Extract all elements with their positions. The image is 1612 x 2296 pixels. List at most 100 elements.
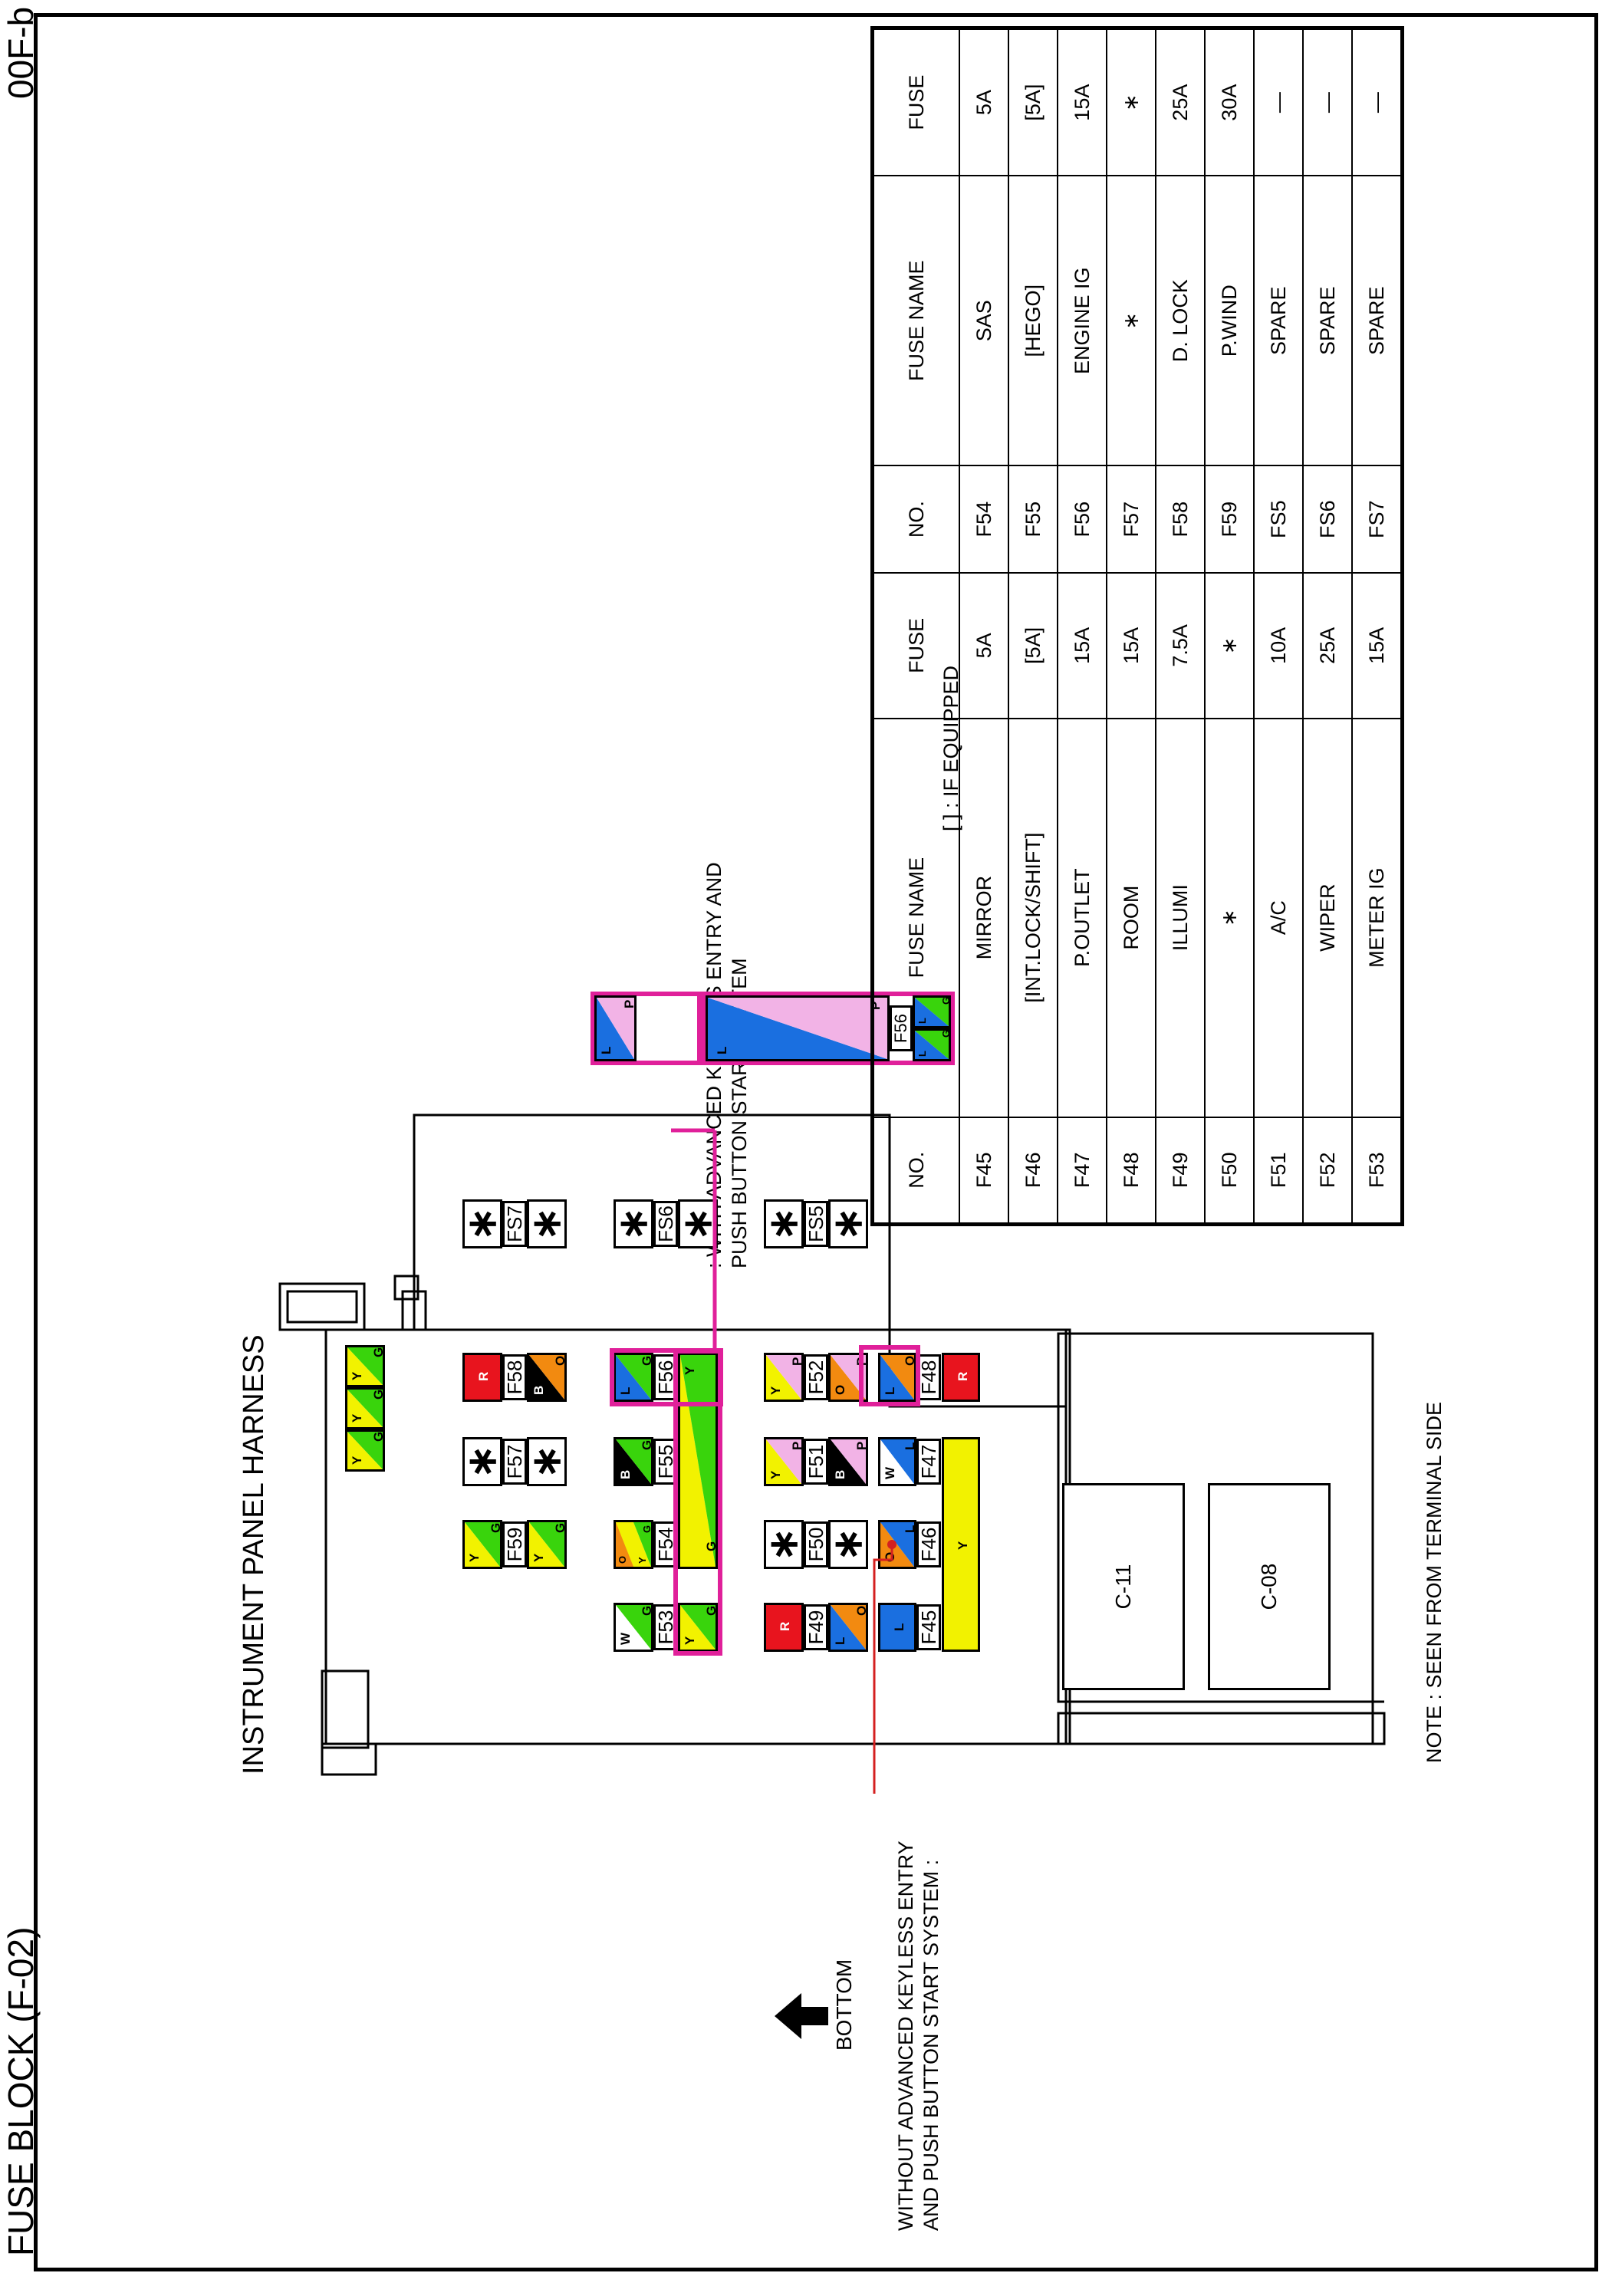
highlight-without-keyless (859, 1345, 920, 1406)
table-cell: P.OUTLET (1058, 718, 1107, 1117)
table-cell: F59 (1205, 465, 1254, 574)
table-cell: FS7 (1352, 465, 1403, 574)
terminal-harness-g-y-1: Y G (345, 1429, 385, 1472)
table-cell: F49 (1156, 1117, 1205, 1225)
table-cell: F46 (1008, 1117, 1058, 1225)
table-cell: P.WIND (1205, 176, 1254, 466)
wire-letter: P (622, 999, 637, 1008)
table-cell: 25A (1156, 28, 1205, 176)
table-cell: [5A] (1008, 573, 1058, 719)
table-cell: F50 (1205, 1117, 1254, 1225)
table-cell: 15A (1058, 28, 1107, 176)
table-cell: A/C (1254, 718, 1303, 1117)
table-cell: F47 (1058, 1117, 1107, 1225)
table-row: F46[INT.LOCK/SHIFT][5A]F55[HEGO][5A] (1008, 28, 1058, 1225)
table-cell: 7.5A (1156, 573, 1205, 719)
table-cell: F52 (1303, 1117, 1352, 1225)
terminal-f51-right: B P (828, 1437, 868, 1486)
terminal-f48-left: L O (878, 1353, 916, 1402)
terminal-harness-g-y-3: Y G (345, 1345, 385, 1387)
table-cell: F54 (959, 465, 1008, 574)
fuse-table-header-cell: NO. (872, 1117, 959, 1225)
terminal-f46-left: O L (878, 1520, 916, 1569)
table-cell: ILLUMI (1156, 718, 1205, 1117)
terminal-f49-right: L O (828, 1603, 868, 1652)
terminal-f54-f56-bar: Y G (678, 1353, 718, 1569)
table-cell: WIPER (1303, 718, 1352, 1117)
table-cell: F45 (959, 1117, 1008, 1225)
table-cell: FS5 (1254, 465, 1303, 574)
table-cell: [HEGO] (1008, 176, 1058, 466)
terminal-f52-right: O P (828, 1353, 868, 1402)
table-cell: 15A (1352, 573, 1403, 719)
table-cell: 5A (959, 28, 1008, 176)
table-cell: ∗ (1205, 573, 1254, 719)
table-cell: FS6 (1303, 465, 1352, 574)
terminal-f53-left: W G (614, 1603, 653, 1652)
table-cell: SPARE (1303, 176, 1352, 466)
table-cell: 15A (1107, 573, 1156, 719)
terminal-f54-left: O Y G (614, 1520, 653, 1569)
fuse-table-header-cell: FUSE NAME (872, 176, 959, 466)
table-cell: 25A (1303, 573, 1352, 719)
fuse-table-header-cell: NO. (872, 465, 959, 574)
callout-keyless-p-l-small: L P (594, 995, 637, 1061)
table-cell: MIRROR (959, 718, 1008, 1117)
terminal-f51-left: Y P (764, 1437, 804, 1486)
table-cell: ∗ (1205, 718, 1254, 1117)
terminal-f59-left: Y G (462, 1520, 502, 1569)
table-cell: — (1303, 28, 1352, 176)
table-cell: ∗ (1107, 28, 1156, 176)
terminal-f52-left: Y P (764, 1353, 804, 1402)
terminal-f53-right: Y G (678, 1603, 718, 1652)
table-cell: 15A (1058, 573, 1107, 719)
terminal-harness-g-y-2: Y G (345, 1387, 385, 1429)
table-cell: 10A (1254, 573, 1303, 719)
callout-keyless-p-l-bar: L P (706, 995, 890, 1061)
terminal-f59-right: Y G (527, 1520, 567, 1569)
table-cell: [5A] (1008, 28, 1058, 176)
table-cell: — (1352, 28, 1403, 176)
arrow-up-icon (775, 1993, 828, 2039)
table-cell: F51 (1254, 1117, 1303, 1225)
table-cell: F55 (1008, 465, 1058, 574)
table-cell: F48 (1107, 1117, 1156, 1225)
table-cell: D. LOCK (1156, 176, 1205, 466)
legend-if-equipped: [ ] : IF EQUIPPED (939, 665, 962, 831)
table-cell: SAS (959, 176, 1008, 466)
table-cell: — (1254, 28, 1303, 176)
fuse-table-header-cell: FUSE (872, 28, 959, 176)
table-cell: [INT.LOCK/SHIFT] (1008, 718, 1058, 1117)
table-cell: SPARE (1254, 176, 1303, 466)
table-cell: ENGINE IG (1058, 176, 1107, 466)
callout-keyless-g-l-2: L G (913, 995, 951, 1028)
table-cell: SPARE (1352, 176, 1403, 466)
table-cell: 5A (959, 573, 1008, 719)
table-cell: F53 (1352, 1117, 1403, 1225)
table-cell: 30A (1205, 28, 1254, 176)
table-cell: F58 (1156, 465, 1205, 574)
wire-letter: L (599, 1046, 614, 1054)
terminal-f58-right: B O (527, 1353, 567, 1402)
callout-keyless-g-l-1: L G (913, 1028, 951, 1061)
terminal-f55-left: B G (614, 1437, 653, 1486)
terminal-f56-left: L G (614, 1353, 653, 1402)
terminal-f47-left: W L (878, 1437, 916, 1486)
wire-letter: L (715, 1046, 729, 1054)
table-cell: ROOM (1107, 718, 1156, 1117)
table-cell: F57 (1107, 465, 1156, 574)
table-cell: F56 (1058, 465, 1107, 574)
